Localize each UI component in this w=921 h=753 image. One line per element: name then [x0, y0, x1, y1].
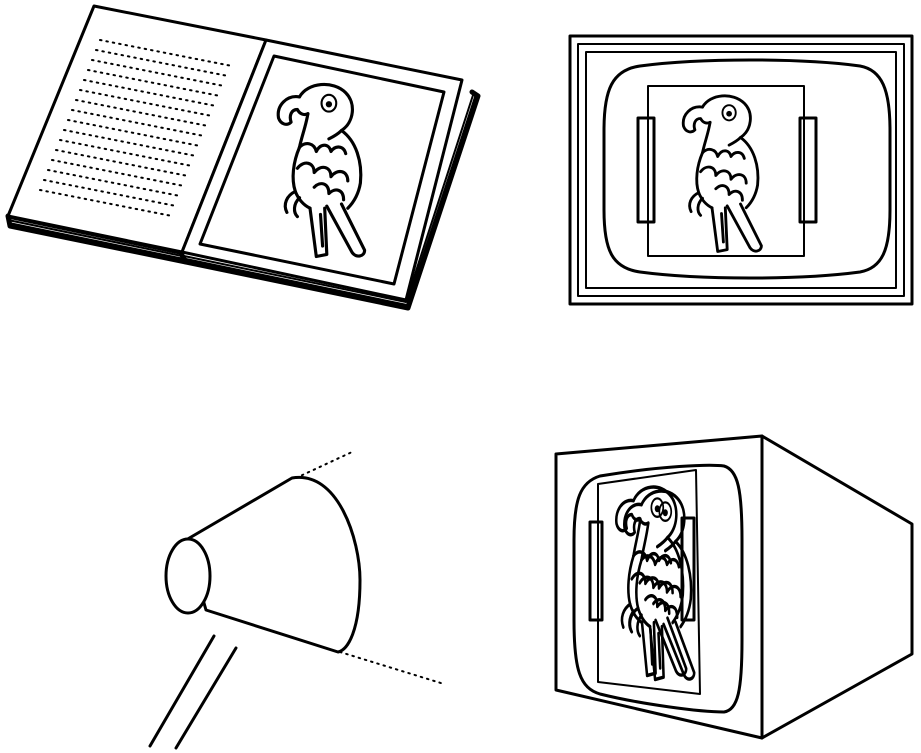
- tv-perspective-side: [762, 436, 912, 738]
- tv-front-screen: [604, 60, 890, 278]
- lamp-beam-bottom: [340, 652, 444, 684]
- tv-perspective-panel: [556, 436, 912, 738]
- lamp-cone: [186, 477, 360, 652]
- lamp-beam-top: [296, 452, 352, 478]
- tv-front-panel: [570, 36, 912, 304]
- open-book-panel: [8, 6, 478, 308]
- lamp-handle: [150, 636, 236, 748]
- lamp-lens: [166, 539, 210, 613]
- lamp-panel: [150, 452, 444, 748]
